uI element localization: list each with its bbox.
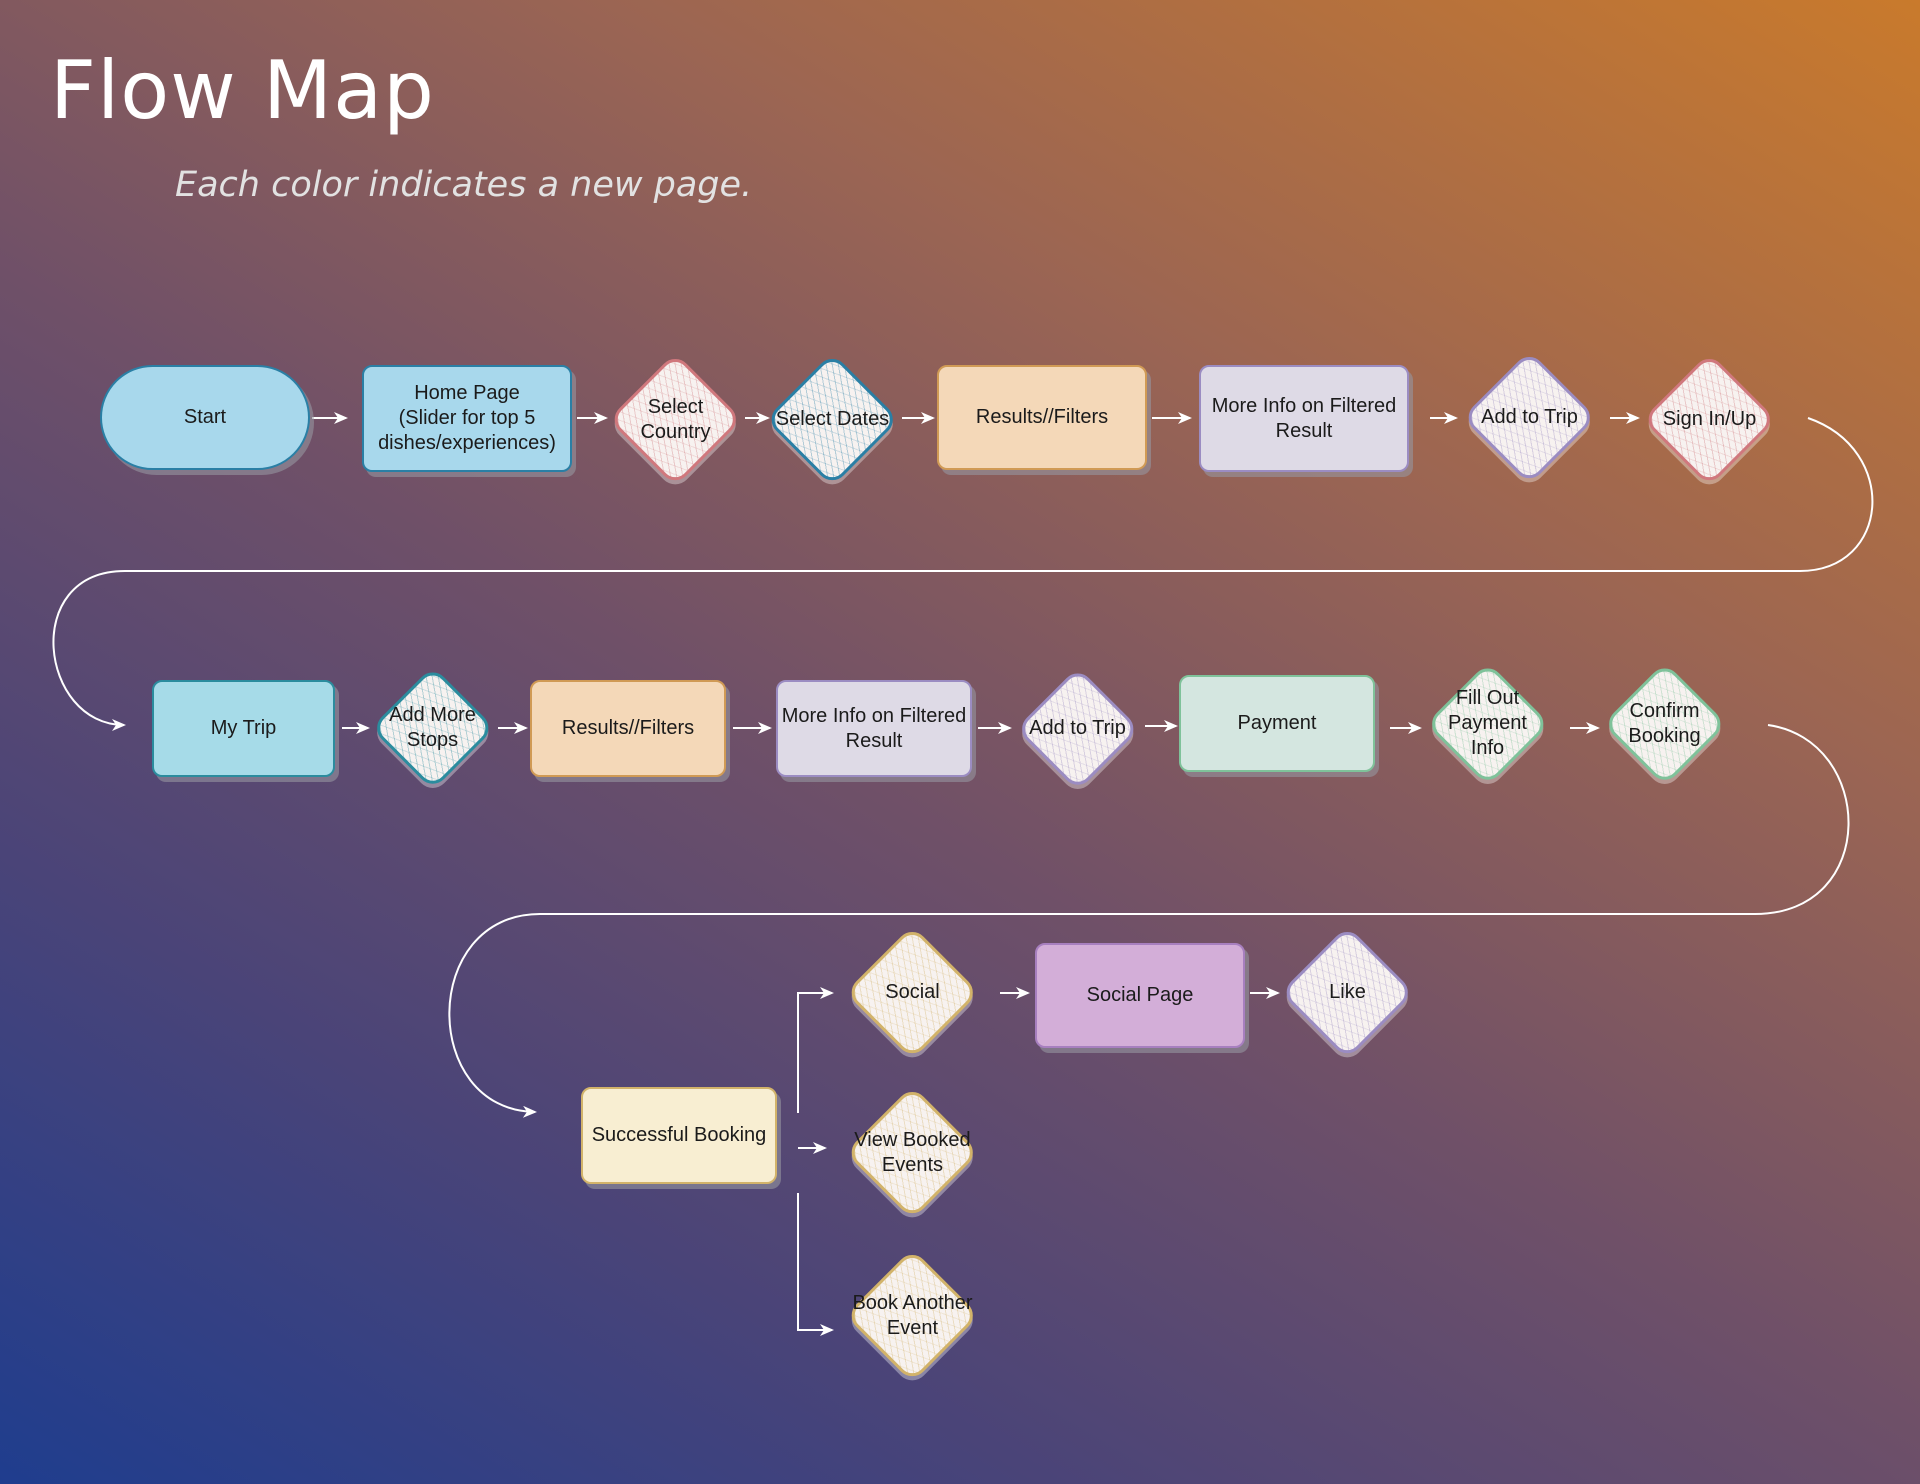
node-shape	[1602, 661, 1727, 786]
node-shape	[845, 925, 980, 1060]
edge-sign-in-up-to-my-trip	[52, 417, 1874, 731]
node-shape	[1179, 675, 1375, 772]
node-social: Social	[845, 925, 980, 1060]
node-payment: Payment	[1179, 675, 1375, 772]
node-social-page: Social Page	[1035, 943, 1245, 1048]
node-shape	[776, 680, 972, 777]
node-view-booked-events: View Booked Events	[845, 1085, 980, 1220]
node-shape	[1462, 350, 1597, 485]
node-select-country: Select Country	[608, 352, 743, 487]
node-shape	[1425, 661, 1550, 786]
page-title: Flow Map	[50, 44, 435, 137]
node-shape	[530, 680, 726, 777]
node-shape	[937, 365, 1147, 470]
node-select-dates: Select Dates	[765, 352, 900, 487]
node-more-info-2: More Info on Filtered Result	[776, 680, 972, 777]
node-confirm-booking: Confirm Booking	[1602, 661, 1727, 786]
node-add-to-trip-2: Add to Trip	[1015, 666, 1140, 791]
node-shape	[845, 1085, 980, 1220]
node-shape	[152, 680, 335, 777]
node-shape	[362, 365, 572, 472]
node-shape	[765, 352, 900, 487]
node-shape	[608, 352, 743, 487]
node-like: Like	[1280, 925, 1415, 1060]
node-shape	[581, 1087, 777, 1184]
page-subtitle: Each color indicates a new page.	[175, 165, 753, 205]
node-shape	[100, 365, 310, 470]
node-fill-out-payment: Fill Out Payment Info	[1425, 661, 1550, 786]
node-book-another-event: Book Another Event	[845, 1248, 980, 1383]
node-shape	[845, 1248, 980, 1383]
node-more-info-1: More Info on Filtered Result	[1199, 365, 1409, 472]
node-results-filters-2: Results//Filters	[530, 680, 726, 777]
node-shape	[1199, 365, 1409, 472]
node-shape	[1280, 925, 1415, 1060]
edge-confirm-booking-to-successful-booking	[448, 724, 1850, 1118]
node-shape	[370, 665, 495, 790]
node-start: Start	[100, 365, 310, 470]
node-add-more-stops: Add More Stops	[370, 665, 495, 790]
node-shape	[1035, 943, 1245, 1048]
edge-successful-booking-to-book-another-event	[797, 1193, 834, 1336]
node-successful-booking: Successful Booking	[581, 1087, 777, 1184]
edge-successful-booking-to-social	[797, 987, 834, 1113]
node-my-trip: My Trip	[152, 680, 335, 777]
node-add-to-trip-1: Add to Trip	[1462, 350, 1597, 485]
node-home-page: Home Page (Slider for top 5 dishes/exper…	[362, 365, 572, 472]
node-sign-in-up: Sign In/Up	[1642, 352, 1777, 487]
node-shape	[1642, 352, 1777, 487]
node-results-filters-1: Results//Filters	[937, 365, 1147, 470]
node-shape	[1015, 666, 1140, 791]
